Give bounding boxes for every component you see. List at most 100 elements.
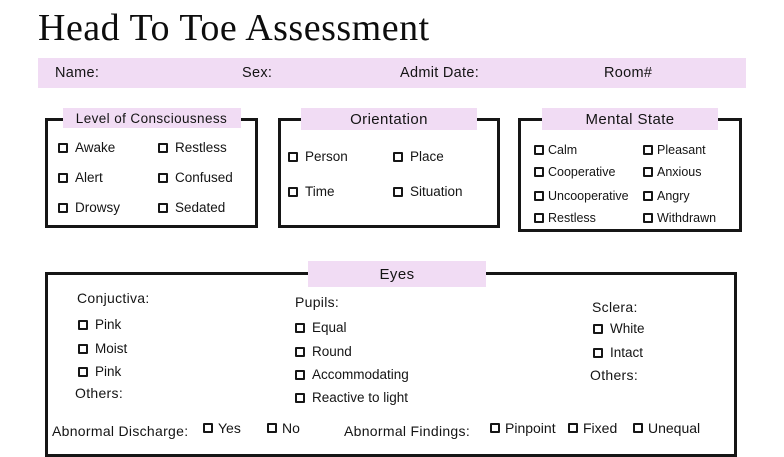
checkbox-conjuctiva-moist[interactable]: Moist	[78, 341, 127, 356]
checkbox-box[interactable]	[58, 142, 68, 153]
checkbox-angry[interactable]: Angry	[643, 189, 690, 203]
checkbox-box[interactable]	[288, 186, 298, 197]
checkbox-box[interactable]	[78, 343, 88, 354]
checkbox-discharge-yes[interactable]: Yes	[203, 420, 241, 436]
checkbox-box[interactable]	[534, 167, 544, 177]
sex-field-label: Sex:	[242, 65, 273, 81]
checkbox-box[interactable]	[288, 151, 298, 162]
checkbox-box[interactable]	[158, 172, 168, 183]
checkbox-box[interactable]	[593, 347, 603, 358]
checkbox-box[interactable]	[295, 369, 305, 380]
checkbox-label: Pleasant	[657, 143, 706, 157]
section-level-of-consciousness: Level of Consciousness Awake Alert Drows…	[45, 108, 258, 228]
checkbox-box[interactable]	[203, 423, 213, 433]
checkbox-label: Pink	[95, 317, 122, 332]
checkbox-time[interactable]: Time	[288, 184, 335, 199]
checkbox-box[interactable]	[490, 423, 500, 433]
checkbox-box[interactable]	[534, 191, 544, 201]
checkbox-calm[interactable]: Calm	[534, 143, 577, 157]
head-to-toe-assessment-form: { "page": { "title": "Head To Toe Assess…	[38, 7, 746, 457]
checkbox-label: Awake	[75, 140, 116, 155]
checkbox-box[interactable]	[534, 213, 544, 223]
checkbox-confused[interactable]: Confused	[158, 170, 233, 185]
checkbox-label: Restless	[548, 211, 596, 225]
checkbox-box[interactable]	[295, 322, 305, 333]
checkbox-label: Confused	[175, 170, 233, 185]
checkbox-awake[interactable]: Awake	[58, 140, 115, 155]
checkbox-box[interactable]	[633, 423, 643, 433]
pupils-heading: Pupils:	[295, 294, 340, 310]
checkbox-findings-unequal[interactable]: Unequal	[633, 420, 700, 436]
checkbox-discharge-no[interactable]: No	[267, 420, 300, 436]
checkbox-box[interactable]	[643, 167, 653, 177]
checkbox-label: Person	[305, 149, 348, 164]
checkbox-uncooperative[interactable]: Uncooperative	[534, 189, 629, 203]
checkbox-sedated[interactable]: Sedated	[158, 200, 225, 215]
checkbox-box[interactable]	[58, 202, 68, 213]
checkbox-sclera-white[interactable]: White	[593, 321, 645, 336]
abnormal-findings-label: Abnormal Findings:	[344, 423, 471, 439]
checkbox-restless-mental[interactable]: Restless	[534, 211, 596, 225]
checkbox-box[interactable]	[78, 319, 88, 330]
checkbox-box[interactable]	[295, 392, 305, 403]
checkbox-label: Time	[305, 184, 335, 199]
checkbox-pupils-round[interactable]: Round	[295, 344, 352, 359]
checkbox-person[interactable]: Person	[288, 149, 348, 164]
checkbox-place[interactable]: Place	[393, 149, 444, 164]
section-title-level-of-consciousness: Level of Consciousness	[62, 108, 241, 128]
admit-date-field-label: Admit Date:	[400, 65, 480, 81]
checkbox-label: Alert	[75, 170, 103, 185]
section-eyes: Eyes Conjuctiva: Pink Moist Pink Others:…	[45, 261, 737, 457]
checkbox-box[interactable]	[643, 213, 653, 223]
checkbox-label: Accommodating	[312, 367, 409, 382]
checkbox-label: Moist	[95, 341, 128, 356]
checkbox-cooperative[interactable]: Cooperative	[534, 165, 615, 179]
checkbox-label: Reactive to light	[312, 390, 409, 405]
checkbox-box[interactable]	[643, 145, 653, 155]
checkbox-withdrawn[interactable]: Withdrawn	[643, 211, 716, 225]
checkbox-conjuctiva-pink-2[interactable]: Pink	[78, 364, 121, 379]
checkbox-findings-fixed[interactable]: Fixed	[568, 420, 617, 436]
checkbox-box[interactable]	[158, 202, 168, 213]
checkbox-label: Equal	[312, 320, 347, 335]
section-orientation: Orientation Person Time Place Situation	[278, 108, 500, 228]
checkbox-box[interactable]	[295, 346, 305, 357]
checkbox-box[interactable]	[58, 172, 68, 183]
checkbox-findings-pinpoint[interactable]: Pinpoint	[490, 420, 556, 436]
checkbox-box[interactable]	[78, 366, 88, 377]
checkbox-pupils-equal[interactable]: Equal	[295, 320, 347, 335]
checkbox-label: Drowsy	[75, 200, 121, 215]
checkbox-label: Intact	[610, 345, 644, 360]
checkbox-box[interactable]	[158, 142, 168, 153]
checkbox-box[interactable]	[593, 323, 603, 334]
checkbox-label: Calm	[548, 143, 578, 157]
checkbox-box[interactable]	[568, 423, 578, 433]
checkbox-label: Situation	[410, 184, 463, 199]
patient-info-bar: Name: Sex: Admit Date: Room#	[38, 58, 746, 88]
page-title: Head To Toe Assessment	[38, 7, 430, 49]
checkbox-pupils-accommodating[interactable]: Accommodating	[295, 367, 409, 382]
checkbox-label: No	[282, 420, 300, 436]
checkbox-label: Uncooperative	[548, 189, 629, 203]
checkbox-label: Round	[312, 344, 352, 359]
checkbox-box[interactable]	[393, 151, 403, 162]
checkbox-sclera-intact[interactable]: Intact	[593, 345, 643, 360]
checkbox-drowsy[interactable]: Drowsy	[58, 200, 120, 215]
checkbox-restless[interactable]: Restless	[158, 140, 227, 155]
checkbox-anxious[interactable]: Anxious	[643, 165, 701, 179]
checkbox-box[interactable]	[643, 191, 653, 201]
checkbox-label: Cooperative	[548, 165, 616, 179]
checkbox-pupils-reactive-to-light[interactable]: Reactive to light	[295, 390, 408, 405]
checkbox-situation[interactable]: Situation	[393, 184, 463, 199]
checkbox-conjuctiva-pink-1[interactable]: Pink	[78, 317, 121, 332]
checkbox-box[interactable]	[267, 423, 277, 433]
sclera-others-label: Others:	[590, 367, 639, 383]
section-mental-state: Mental State Calm Cooperative Uncooperat…	[518, 108, 742, 232]
checkbox-pleasant[interactable]: Pleasant	[643, 143, 706, 157]
checkbox-label: Unequal	[648, 420, 701, 436]
checkbox-box[interactable]	[393, 186, 403, 197]
checkbox-alert[interactable]: Alert	[58, 170, 103, 185]
checkbox-box[interactable]	[534, 145, 544, 155]
abnormal-discharge-label: Abnormal Discharge:	[52, 423, 189, 439]
checkbox-label: Anxious	[657, 165, 702, 179]
